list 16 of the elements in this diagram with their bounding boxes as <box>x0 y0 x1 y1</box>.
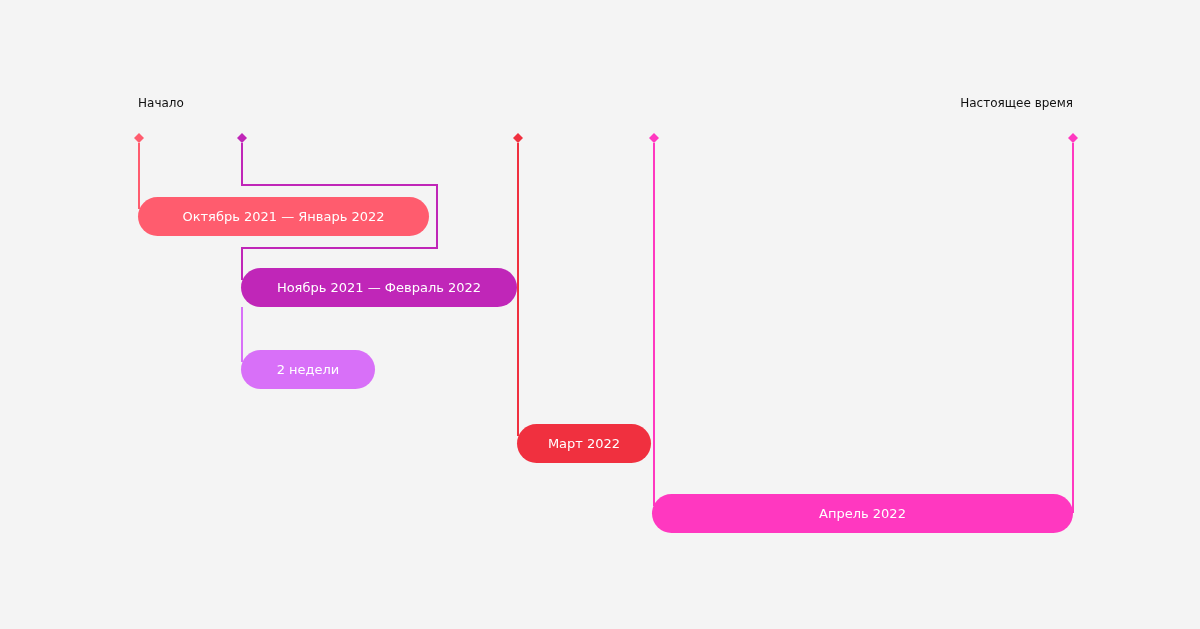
period-bar: 2 недели <box>241 350 375 389</box>
connector-line <box>138 142 140 210</box>
timeline-label: Начало <box>138 96 184 110</box>
connector-line <box>241 306 243 363</box>
timeline-label: Настоящее время <box>960 96 1073 110</box>
period-bar: Октябрь 2021 — Январь 2022 <box>138 197 429 236</box>
connector-line <box>517 142 519 437</box>
diamond-marker <box>237 133 247 143</box>
period-bar: Апрель 2022 <box>652 494 1073 533</box>
period-bar: Ноябрь 2021 — Февраль 2022 <box>241 268 517 307</box>
diamond-marker <box>649 133 659 143</box>
period-bar: Март 2022 <box>517 424 651 463</box>
diamond-marker <box>1068 133 1078 143</box>
diamond-marker <box>513 133 523 143</box>
connector-line <box>241 142 438 281</box>
diamond-marker <box>134 133 144 143</box>
